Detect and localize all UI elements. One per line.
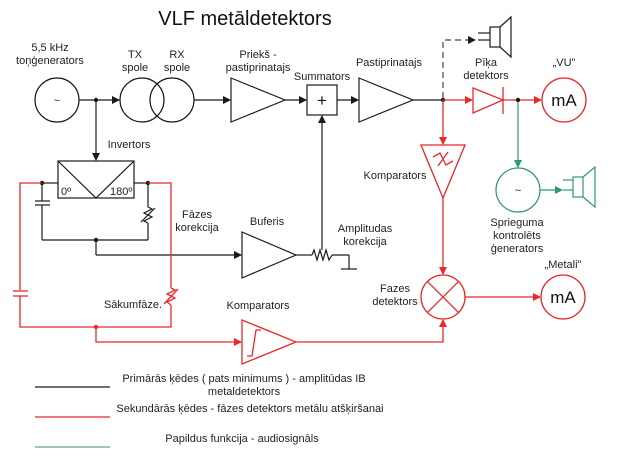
rx-label-1: RX <box>169 49 185 61</box>
phase-correction-network: Fāzes korekcija <box>35 180 242 259</box>
preamp-triangle-icon <box>230 77 287 123</box>
summator-label: Summators <box>294 71 351 83</box>
preamp-label-1: Priekš - <box>239 49 277 61</box>
initial-phase-label: Sākumfāze. <box>104 299 162 311</box>
metal-meter-label: „Metali" <box>545 259 582 271</box>
rx-label-2: spole <box>164 62 190 74</box>
sine-wave-icon: ~ <box>515 185 521 197</box>
oscillator-block: 5,5 kHz toņģenerators ~ <box>16 42 84 123</box>
buffer-block: Buferis Amplitudas korekcija <box>241 216 393 279</box>
potentiometer-icon <box>311 247 333 263</box>
hysteresis-icon <box>247 329 261 357</box>
speaker-icon <box>563 165 596 209</box>
comparator-top-label: Komparators <box>364 170 427 182</box>
comparator-bottom: Komparators <box>227 300 447 365</box>
diagram-title: VLF metāldetektors <box>158 8 331 30</box>
phase-detector-label-2: detektors <box>372 296 418 308</box>
peak-detector-block: Pīķa detektors <box>443 57 542 114</box>
speaker-icon <box>478 15 512 59</box>
diode-icon <box>472 87 505 114</box>
amplitude-correction-label-2: korekcija <box>343 236 387 248</box>
milliampere-icon: mA <box>551 91 577 110</box>
amplifier-triangle-icon <box>358 77 415 123</box>
rx-coil-icon <box>149 77 195 123</box>
primary-signal-path <box>79 96 446 250</box>
inverter-label: Invertors <box>108 139 151 151</box>
vco-label-2: kontrolēts <box>493 230 541 242</box>
inverter-port-180: 180º <box>110 186 132 198</box>
vu-meter-label: „VU" <box>553 57 576 69</box>
oscillator-label-1: 5,5 kHz <box>31 42 68 54</box>
oscillator-label-2: toņģenerators <box>16 54 84 67</box>
phase-detector-label-1: Fazes <box>380 283 410 295</box>
legend: Primārās ķēdes ( pats minimums ) - ampli… <box>35 373 384 448</box>
legend-audio-text: Papildus funkcija - audiosignāls <box>165 433 319 445</box>
amplitude-correction-label-1: Amplitudas <box>338 223 393 235</box>
buffer-label: Buferis <box>250 216 285 228</box>
peak-detector-label-1: Pīķa <box>475 57 498 69</box>
preamp-block: Priekš - pastiprinatajs <box>226 49 291 123</box>
tx-coil-icon <box>119 77 165 123</box>
summator-block: Summators + <box>294 71 351 116</box>
legend-primary-line-1: Primārās ķēdes ( pats minimums ) - ampli… <box>122 373 365 385</box>
vu-meter: „VU" mA <box>541 57 587 123</box>
inverter-port-0: 0º <box>61 186 71 198</box>
legend-secondary-text: Sekundārās ķēdes - fāzes detektors metāl… <box>116 403 383 415</box>
vco-label-3: ģenerators <box>491 242 544 255</box>
peak-detector-label-2: detektors <box>463 70 509 82</box>
milliampere-icon: mA <box>550 288 576 307</box>
phase-correction-label-1: Fāzes <box>182 209 212 221</box>
phase-detector-block: Fazes detektors <box>372 274 541 320</box>
plus-icon: + <box>317 91 327 110</box>
sine-wave-icon: ~ <box>54 95 60 107</box>
vco-label-1: Sprieguma <box>490 217 544 229</box>
preamp-label-2: pastiprinatajs <box>226 62 291 74</box>
legend-primary-line-2: metaldetektors <box>208 386 281 398</box>
comparator-top: Komparators <box>364 100 466 275</box>
initial-phase-network: Sākumfāze. <box>13 182 242 346</box>
comparator-bottom-label: Komparators <box>227 300 290 312</box>
amplifier-block: Pastiprinatajs <box>356 57 423 123</box>
amplifier-label: Pastiprinatajs <box>356 57 423 69</box>
inverter-block: Invertors 0º 180º <box>57 139 151 199</box>
tx-label-2: spole <box>122 62 148 74</box>
phase-correction-label-2: korekcija <box>175 222 219 234</box>
coils: TX spole RX spole <box>119 49 195 123</box>
metal-meter: „Metali" mA <box>540 259 586 320</box>
vco-block: ~ Sprieguma kontrolēts ģenerators <box>490 102 596 255</box>
tx-label-1: TX <box>128 49 143 61</box>
audio-output <box>442 15 512 98</box>
